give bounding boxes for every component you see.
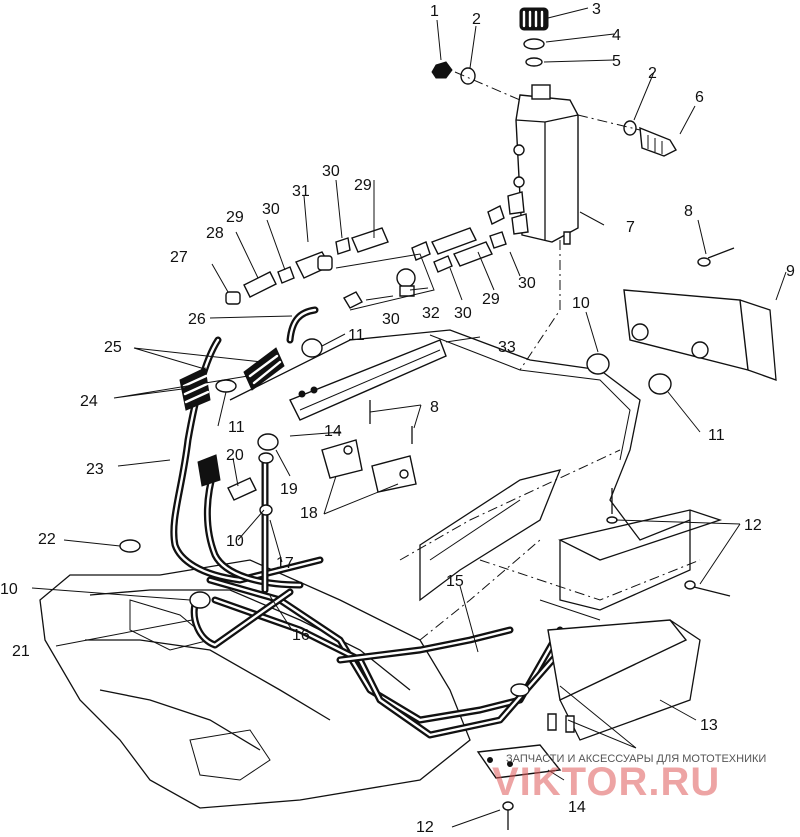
watermark-logo: VIKTOR.RU	[492, 760, 720, 804]
callout-30: 30	[518, 275, 536, 292]
callout-11: 11	[228, 419, 245, 436]
callout-28: 28	[206, 225, 224, 242]
callout-4: 4	[612, 27, 621, 44]
callout-12: 12	[744, 517, 762, 534]
callout-1: 1	[430, 3, 439, 20]
fitting-group	[225, 205, 507, 311]
callout-19: 19	[280, 481, 298, 498]
callout-15: 15	[446, 573, 464, 590]
mounting-brackets	[289, 289, 777, 779]
callout-10: 10	[226, 533, 244, 550]
callout-27: 27	[170, 249, 188, 266]
reservoir-cap	[519, 7, 549, 67]
callout-30: 30	[262, 201, 280, 218]
callout-29: 29	[226, 209, 244, 226]
callout-11: 11	[708, 427, 725, 444]
callout-8: 8	[430, 399, 439, 416]
callout-7: 7	[626, 219, 635, 236]
callout-23: 23	[86, 461, 104, 478]
callout-2: 2	[472, 11, 481, 28]
callout-12: 12	[416, 819, 434, 836]
callout-14: 14	[568, 799, 586, 816]
callout-14: 14	[324, 423, 342, 440]
callout-29: 29	[354, 177, 372, 194]
callout-32: 32	[422, 305, 440, 322]
callout-13: 13	[700, 717, 718, 734]
bolts-and-rivets	[369, 247, 735, 830]
callout-29: 29	[482, 291, 500, 308]
mounting-hardware	[431, 61, 677, 157]
callout-9: 9	[786, 263, 795, 280]
callout-26: 26	[188, 311, 206, 328]
watermark-caption: ЗАПЧАСТИ И АКСЕССУАРЫ ДЛЯ МОТОТЕХНИКИ	[506, 753, 766, 765]
leader-lines	[31, 7, 787, 828]
callout-18: 18	[300, 505, 318, 522]
callout-20: 20	[226, 447, 244, 464]
callout-5: 5	[612, 53, 621, 70]
callout-17: 17	[276, 555, 294, 572]
callout-25: 25	[104, 339, 122, 356]
callout-8: 8	[684, 203, 693, 220]
callout-16: 16	[292, 627, 310, 644]
callout-21: 21	[12, 643, 30, 660]
callout-24: 24	[80, 393, 98, 410]
callout-6: 6	[695, 89, 704, 106]
callout-30: 30	[382, 311, 400, 328]
callout-30: 30	[454, 305, 472, 322]
watermark: ЗАПЧАСТИ И АКСЕССУАРЫ ДЛЯ МОТОТЕХНИКИ VI…	[492, 753, 766, 804]
coolant-reservoir	[507, 84, 579, 245]
callout-11: 11	[348, 327, 365, 344]
callout-2: 2	[648, 65, 657, 82]
callout-3: 3	[592, 1, 601, 18]
chassis-outline	[39, 220, 723, 809]
callout-10: 10	[572, 295, 590, 312]
callout-10: 10	[0, 581, 18, 598]
callout-31: 31	[292, 183, 310, 200]
callout-22: 22	[38, 531, 56, 548]
callout-30: 30	[322, 163, 340, 180]
callout-33: 33	[498, 339, 516, 356]
